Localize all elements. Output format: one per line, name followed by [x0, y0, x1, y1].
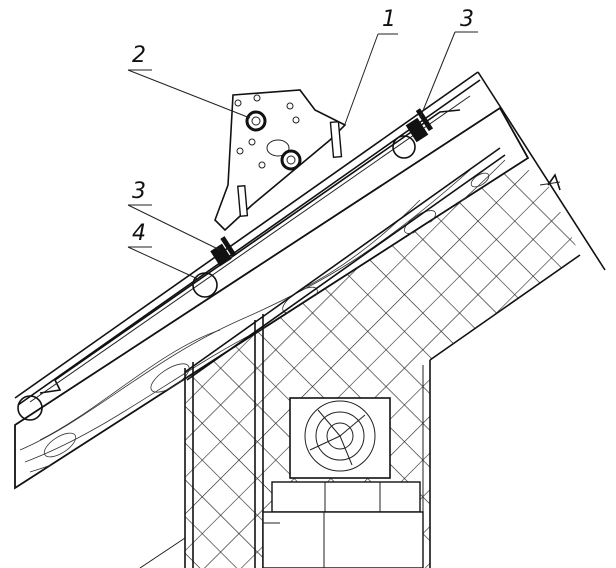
corner-leader	[139, 537, 186, 568]
ridge-bracket	[214, 89, 347, 232]
tile-clip-lower	[210, 236, 237, 267]
callout-leaders	[127, 31, 478, 281]
log-section	[289, 397, 391, 479]
underlay-lines	[184, 147, 506, 381]
roof-tile	[14, 71, 481, 406]
callout-3-lower: 3	[132, 179, 146, 204]
callout-1: 1	[382, 7, 396, 32]
batten-3	[392, 135, 416, 159]
tile-clip-upper	[405, 108, 434, 143]
callout-2: 2	[132, 43, 146, 68]
callout-4: 4	[132, 221, 146, 246]
break-lines	[477, 71, 606, 271]
batten-1	[17, 395, 43, 421]
clamp-element	[237, 120, 343, 217]
insulation-zone	[185, 148, 580, 568]
batten-group	[17, 135, 416, 421]
batten-2	[192, 272, 218, 298]
callout-3-upper: 3	[460, 7, 474, 32]
bolt-fastener	[245, 110, 302, 171]
brick-courses	[262, 481, 424, 568]
